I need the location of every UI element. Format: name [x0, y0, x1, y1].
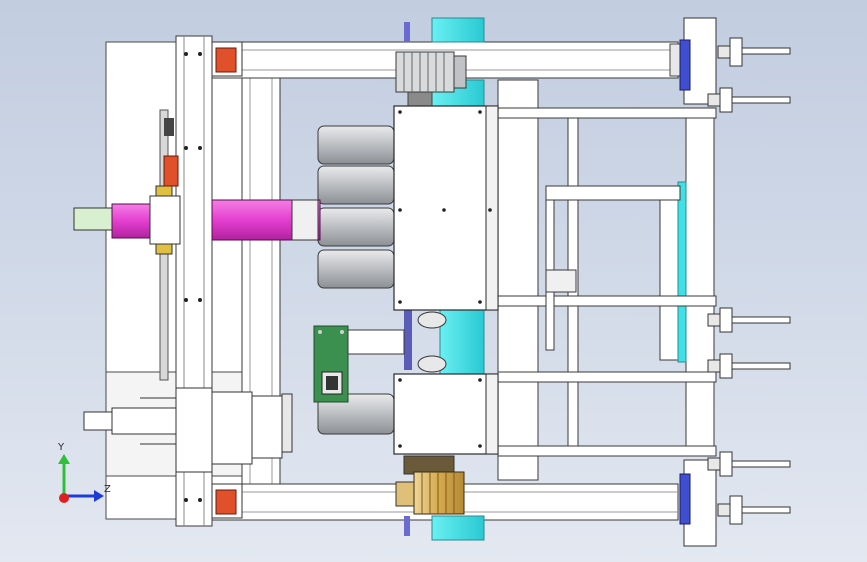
- upper-roller-housing[interactable]: [393, 105, 499, 329]
- right-frame-structure[interactable]: [497, 79, 717, 481]
- triad-arrows: [58, 454, 104, 503]
- z-axis-label: Z: [104, 484, 111, 495]
- red-cylinder-blocks[interactable]: [163, 118, 179, 187]
- adjustment-screws[interactable]: [707, 37, 791, 525]
- origin-marker: [59, 493, 69, 503]
- frame-corner-blocks[interactable]: [211, 41, 243, 519]
- y-axis-arrowhead: [58, 454, 70, 464]
- coordinate-triad: Y Z: [52, 442, 112, 508]
- adjust-screw-1: [717, 37, 791, 67]
- frame-bolts: [184, 52, 202, 502]
- right-end-bearings[interactable]: [679, 17, 717, 547]
- adjust-screw-5: [707, 451, 791, 477]
- magenta-pneumatic-cylinder[interactable]: [73, 185, 321, 255]
- y-axis-label: Y: [58, 442, 65, 453]
- adjust-screw-2: [707, 87, 791, 113]
- roller-cylinders[interactable]: [317, 125, 395, 435]
- lower-roller-housing[interactable]: [393, 355, 499, 455]
- adjust-screw-6: [717, 495, 791, 525]
- adjust-screw-3: [707, 307, 791, 333]
- bottom-gear-motor[interactable]: [395, 455, 465, 515]
- blue-guide-bars: [404, 22, 412, 536]
- z-axis-arrowhead: [94, 490, 104, 502]
- control-pcb-board[interactable]: [313, 325, 405, 403]
- lower-left-actuator[interactable]: [83, 387, 293, 473]
- top-gear-motor[interactable]: [395, 51, 467, 93]
- adjust-screw-4: [707, 353, 791, 379]
